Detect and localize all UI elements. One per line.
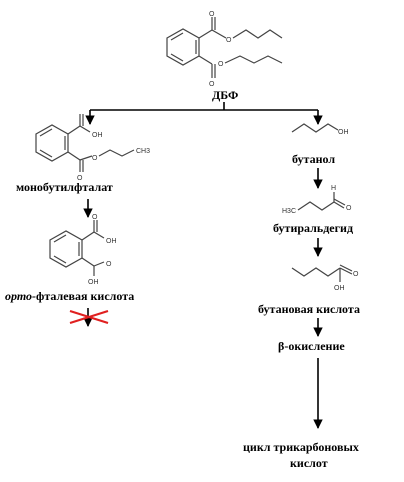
beta-oxidation-label: β-окисление (278, 339, 345, 353)
atom-o: O (106, 261, 112, 268)
block-cross (69, 309, 109, 325)
atom-o: O (92, 214, 98, 221)
atom-oh: OH (88, 279, 99, 286)
atom-oh: OH (334, 285, 345, 292)
dbf-label: ДБФ (212, 88, 238, 102)
atom-o: O (77, 175, 83, 182)
atom-h3c: H3C (282, 208, 296, 215)
butanoic-acid-structure: O OH (291, 264, 359, 292)
atom-o: O (346, 205, 352, 212)
butanol-structure: OH (291, 123, 349, 136)
butanol-label: бутанол (292, 152, 335, 166)
atom-o: O (218, 61, 224, 68)
atom-ch3: CH3 (136, 148, 150, 155)
atom-o: O (209, 81, 215, 88)
butanoic-acid-label: бутановая кислота (258, 302, 360, 316)
phthalic-acid-structure: O OH O OH (49, 214, 117, 286)
tca-cycle-label-line1: цикл трикарбоновых (243, 440, 359, 454)
atom-o: O (353, 271, 359, 278)
atom-o: O (209, 11, 215, 18)
atom-o: O (92, 155, 98, 162)
dbf-structure: O O O O (166, 11, 283, 88)
monobutyl-phthalate-label: монобутилфталат (16, 180, 113, 194)
butyraldehyde-structure: H3C O H (282, 185, 352, 215)
atom-o: O (226, 37, 232, 44)
phthalic-acid-label: орто-фталевая кислота (5, 289, 134, 303)
atom-h: H (331, 185, 336, 192)
atom-oh: OH (92, 132, 103, 139)
atom-oh: OH (338, 129, 349, 136)
atom-oh: OH (106, 238, 117, 245)
monobutyl-phthalate-structure: OH O O CH3 (35, 114, 150, 182)
butyraldehyde-label: бутиральдегид (273, 221, 353, 235)
tca-cycle-label-line2: кислот (290, 456, 328, 470)
